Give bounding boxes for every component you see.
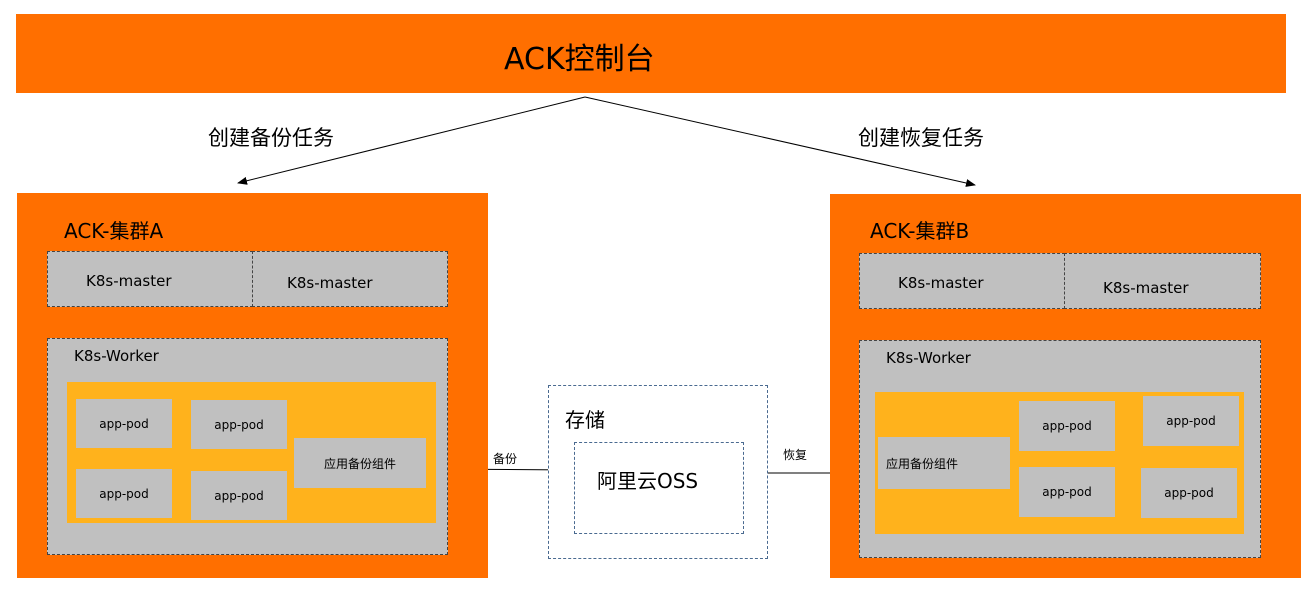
backup-flow-label: 备份 [493,452,518,466]
cluster-a-worker-label: K8s-Worker [74,347,159,365]
cluster-b-pod-4: app-pod [1141,468,1237,518]
cluster-b-worker-label: K8s-Worker [886,349,971,367]
cluster-b-master-2-label: K8s-master [1103,279,1189,297]
console-title: ACK控制台 [504,42,655,77]
cluster-b-master-1-label: K8s-master [898,274,984,292]
cluster-b-title: ACK-集群B [870,219,970,243]
cluster-a-master-1: K8s-master [47,251,253,307]
cluster-a-master-2-label: K8s-master [287,274,373,292]
cluster-a-backup-component: 应用备份组件 [294,438,426,488]
cluster-b-pod-2: app-pod [1143,396,1239,446]
console-header: ACK控制台 [16,14,1286,93]
cluster-a-pod-3: app-pod [76,469,172,518]
backup-task-label: 创建备份任务 [208,126,334,150]
cluster-a-pod-4: app-pod [191,471,287,520]
cluster-b-master-2: K8s-master [1064,253,1261,309]
backup-task-arrow [237,96,586,185]
storage-title: 存储 [565,408,605,432]
oss-label: 阿里云OSS [597,469,699,493]
restore-task-label: 创建恢复任务 [858,126,984,150]
cluster-a-master-2: K8s-master [252,251,448,307]
cluster-b-pod-3: app-pod [1019,467,1115,517]
restore-task-arrow [584,96,976,187]
cluster-a-pod-1: app-pod [76,399,172,448]
cluster-a-master-1-label: K8s-master [86,272,172,290]
restore-flow-label: 恢复 [783,448,808,462]
cluster-a-pod-2: app-pod [191,400,287,449]
cluster-b-backup-component: 应用备份组件 [878,437,1010,489]
cluster-a-title: ACK-集群A [64,219,164,243]
cluster-b-pod-1: app-pod [1019,401,1115,451]
oss-box: 阿里云OSS [574,442,744,534]
cluster-b-master-1: K8s-master [859,253,1065,309]
